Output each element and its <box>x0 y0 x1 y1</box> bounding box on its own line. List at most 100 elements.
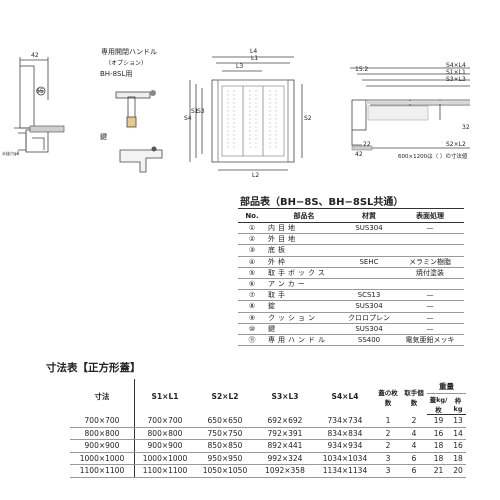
part-finish <box>396 244 464 257</box>
dim-header-row: 寸法 S1×L1 S2×L2 S3×L3 S4×L4 蓋の枚数 取手個数 重量 <box>70 379 466 415</box>
dim-42-label: 42 <box>31 52 39 59</box>
col-weight-lid: 蓋kg/枚 <box>427 393 451 415</box>
dim-subheader-row: 蓋kg/枚 枠kg <box>70 393 466 415</box>
dim-cell-lid-weight: 18 <box>427 439 451 453</box>
dim-l4: L4 <box>250 48 258 55</box>
dim-cell-handle-count: 6 <box>401 464 427 478</box>
plan-view-drawing <box>189 56 303 171</box>
dim-cell-lid-count: 1 <box>375 414 401 428</box>
part-no: ⑨ <box>238 312 266 324</box>
dim-s3: S3 <box>197 108 205 115</box>
dim-s1xl1: S1×L1 <box>446 69 466 76</box>
dim-cell-s4l4: 1034×1034 <box>315 452 375 465</box>
dim-cell-lid-count: 3 <box>375 464 401 478</box>
part-material: SEHC <box>342 256 396 268</box>
dim-cell-lid-weight: 16 <box>427 427 451 440</box>
part-material <box>342 267 396 279</box>
dim-cell-frame-weight: 13 <box>450 414 466 428</box>
dim-cell-handle-count: 4 <box>401 439 427 453</box>
dim-cell-s3l3: 1092×358 <box>255 464 315 478</box>
dim-cell-size: 1100×1100 <box>70 464 135 478</box>
dim-cell-s3l3: 892×441 <box>255 439 315 453</box>
size-note: 600×1200は（ ）の寸法値 <box>398 154 468 160</box>
dim-cell-s4l4: 734×734 <box>315 414 375 428</box>
col-lid-count: 蓋の枚数 <box>378 388 398 407</box>
part-name: 外枠 <box>266 256 342 268</box>
dim-cell-s3l3: 692×692 <box>255 414 315 428</box>
part-name: 内目地 <box>266 222 342 235</box>
handle-subtitle: （オプション） <box>105 60 148 67</box>
col-weight: 重量 <box>427 379 466 394</box>
dim-cell-s2l2: 950×950 <box>195 452 255 465</box>
part-no: ⑧ <box>238 300 266 313</box>
part-material <box>342 233 396 246</box>
dim-section-42: 42 <box>355 151 363 158</box>
part-finish: — <box>396 289 464 302</box>
dim-cell-s1l1: 900×900 <box>134 439 195 453</box>
dim-cell-size: 700×700 <box>70 414 135 428</box>
col-material: 材質 <box>342 208 396 223</box>
parts-table-title: 部品表（BH−8S、BH−8SL共通） <box>240 197 404 208</box>
parts-header-row: No. 部品名 材質 表面処理 <box>238 208 464 223</box>
dim-cell-s1l1: 800×800 <box>134 427 195 440</box>
dim-cell-s4l4: 1134×1134 <box>315 464 375 478</box>
dim-cell-s3l3: 792×391 <box>255 427 315 440</box>
dim-cell-handle-count: 4 <box>401 427 427 440</box>
part-name: 専用ハンドル <box>266 334 342 347</box>
dim-s1: S1 <box>191 108 199 115</box>
part-finish: メラミン樹脂 <box>396 256 464 268</box>
dim-s2: S2 <box>304 115 312 122</box>
dim-cell-lid-count: 2 <box>375 427 401 440</box>
dim-cell-s4l4: 834×834 <box>315 427 375 440</box>
part-no: ① <box>238 222 266 235</box>
part-finish: 電気亜鉛メッキ <box>396 334 464 347</box>
part-material: SCS13 <box>342 289 396 302</box>
dim-cell-s4l4: 934×934 <box>315 439 375 453</box>
part-name: 底板 <box>266 244 342 257</box>
dim-cell-s1l1: 1100×1100 <box>134 464 195 478</box>
part-material <box>342 244 396 257</box>
part-no: ⑪ <box>238 334 266 347</box>
dim-cell-s1l1: 1000×1000 <box>134 452 195 465</box>
key-label: 鍵 <box>100 133 107 141</box>
col-s1l1: S1×L1 <box>151 392 179 402</box>
part-name: アンカー <box>266 278 342 291</box>
dim-cell-handle-count: 6 <box>401 452 427 465</box>
dim-cell-frame-weight: 16 <box>450 439 466 453</box>
dim-cell-s1l1: 700×700 <box>134 414 195 428</box>
part-material: SUS304 <box>342 222 396 235</box>
part-material: クロロプレン <box>342 312 396 324</box>
dim-s4xl4: S4×L4 <box>446 62 466 69</box>
part-finish <box>396 233 464 246</box>
part-name: 取手ボックス <box>266 267 342 279</box>
plan-view-hatching <box>227 90 277 150</box>
part-name: クッション <box>266 312 342 324</box>
col-weight-frame: 枠kg <box>450 393 466 415</box>
part-finish: — <box>396 222 464 235</box>
part-material <box>342 278 396 291</box>
dim-cell-size: 900×900 <box>70 439 135 453</box>
col-s3l3: S3×L3 <box>271 392 299 402</box>
handle-title: 専用開閉ハンドル <box>101 48 157 56</box>
dim-65-label: 65 <box>36 88 44 95</box>
part-no: ④ <box>238 256 266 268</box>
dim-cell-frame-weight: 14 <box>450 427 466 440</box>
dim-cell-s3l3: 992×324 <box>255 452 315 465</box>
part-finish: 焼付塗装 <box>396 267 464 279</box>
part-name: 鍵 <box>266 323 342 335</box>
dim-s3xl3: S3×L3 <box>446 76 466 83</box>
drain-note: 水抜穴φ8 <box>2 151 20 156</box>
